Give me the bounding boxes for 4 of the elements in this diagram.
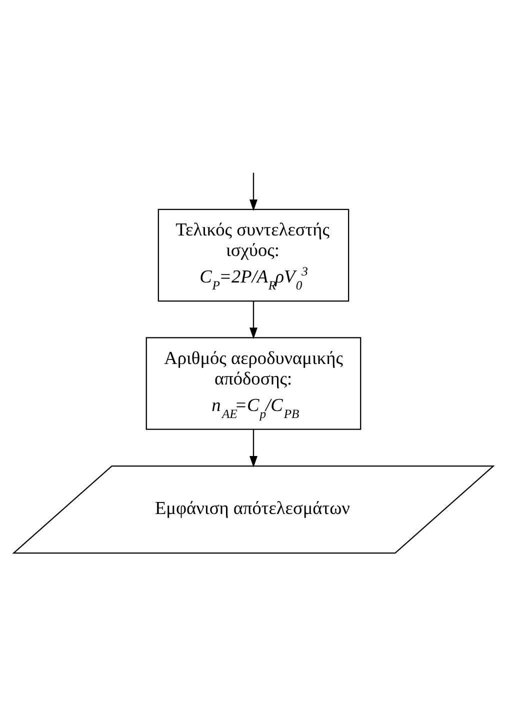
arrow [248,300,257,339]
arrow [248,172,257,210]
node-box: Αριθμός αεροδυναμικής απόδοσης: n$_{AE}$=C$_{p}$/C$_{PB}$ [145,336,361,430]
arrow [248,429,257,467]
